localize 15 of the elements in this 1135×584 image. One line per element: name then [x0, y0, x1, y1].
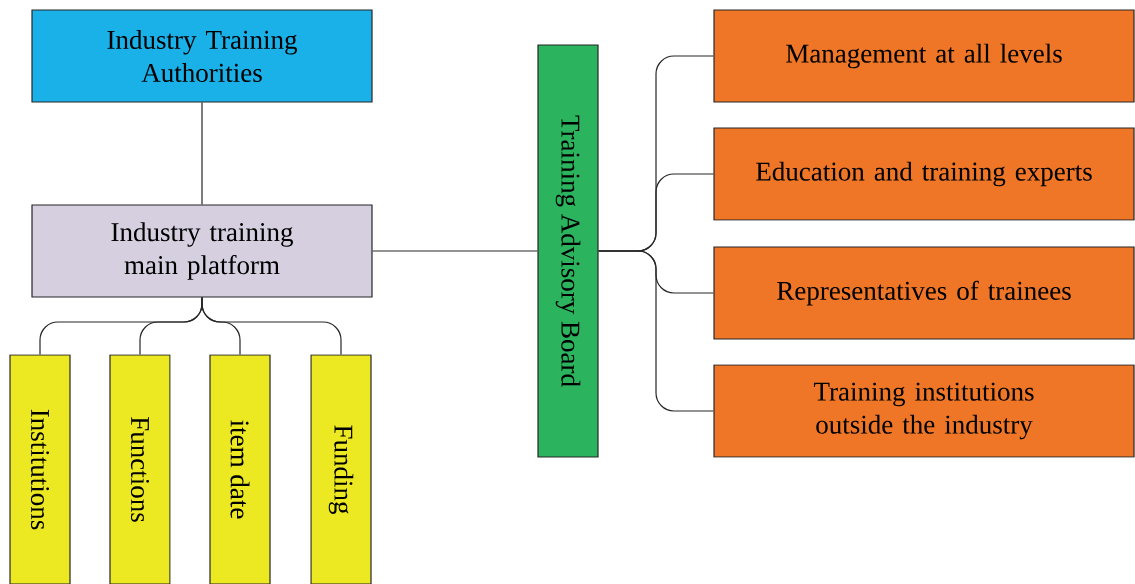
org-box: Management at all levels [713, 9, 1135, 103]
org-box: Education and training experts [713, 127, 1135, 221]
org-box: Industry Training Authorities [31, 9, 373, 103]
org-box: Training institutions outside the industry [713, 364, 1135, 458]
org-box: Funding [310, 354, 372, 584]
org-box: Representatives of trainees [713, 246, 1135, 340]
org-box: Functions [109, 354, 171, 584]
org-box: Training Advisory Board [537, 44, 599, 458]
connector-line [201, 297, 342, 355]
org-box: Institutions [9, 354, 71, 584]
org-box: item date [209, 354, 271, 584]
connector-line [201, 102, 203, 205]
org-box: Industry training main platform [31, 204, 373, 298]
connector-line [372, 250, 538, 252]
connector-line [598, 250, 714, 412]
